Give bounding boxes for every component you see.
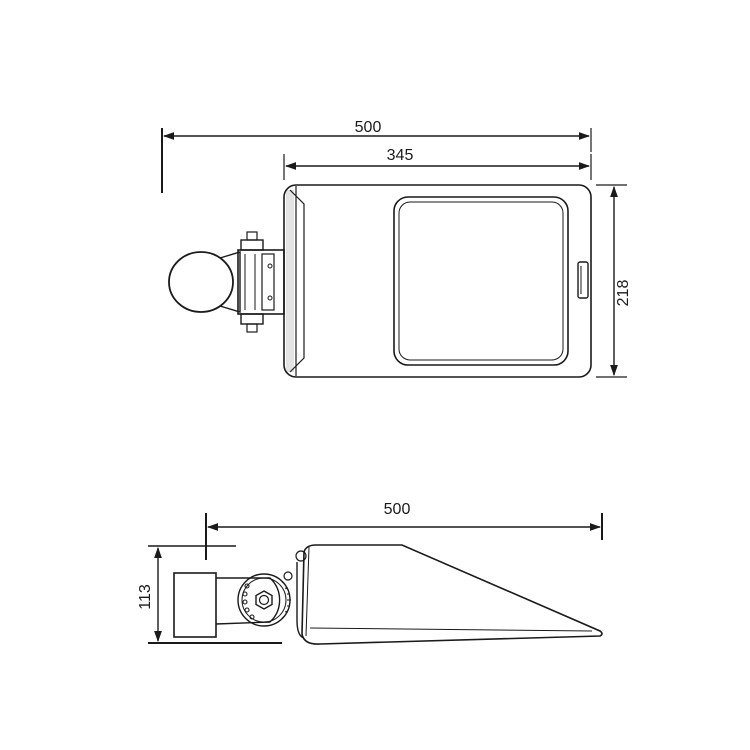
dimension-label-500-top: 500 bbox=[355, 119, 382, 136]
center-nut bbox=[255, 590, 273, 610]
dimension-width: 218 bbox=[596, 184, 632, 378]
dimension-overall-length-top: 500 bbox=[161, 119, 592, 193]
pole-ring bbox=[168, 251, 234, 313]
dimension-label-345: 345 bbox=[387, 147, 414, 164]
luminaire-body-top bbox=[283, 184, 592, 378]
front-tab bbox=[577, 261, 589, 299]
dimension-overall-length-side: 500 bbox=[205, 501, 603, 560]
dimension-label-113: 113 bbox=[137, 584, 154, 610]
dimension-body-length: 345 bbox=[283, 147, 592, 180]
dimension-label-500-side: 500 bbox=[384, 501, 411, 518]
mount-block-side bbox=[173, 571, 293, 638]
top-view: 500 345 218 bbox=[161, 119, 632, 378]
mounting-bracket-top bbox=[168, 231, 285, 333]
led-window bbox=[393, 196, 569, 366]
dimension-height: 113 bbox=[137, 545, 282, 644]
side-view: 500 113 bbox=[137, 501, 603, 645]
angle-scale bbox=[281, 581, 291, 619]
luminaire-body-side bbox=[295, 544, 603, 645]
dimension-label-218: 218 bbox=[615, 280, 632, 307]
